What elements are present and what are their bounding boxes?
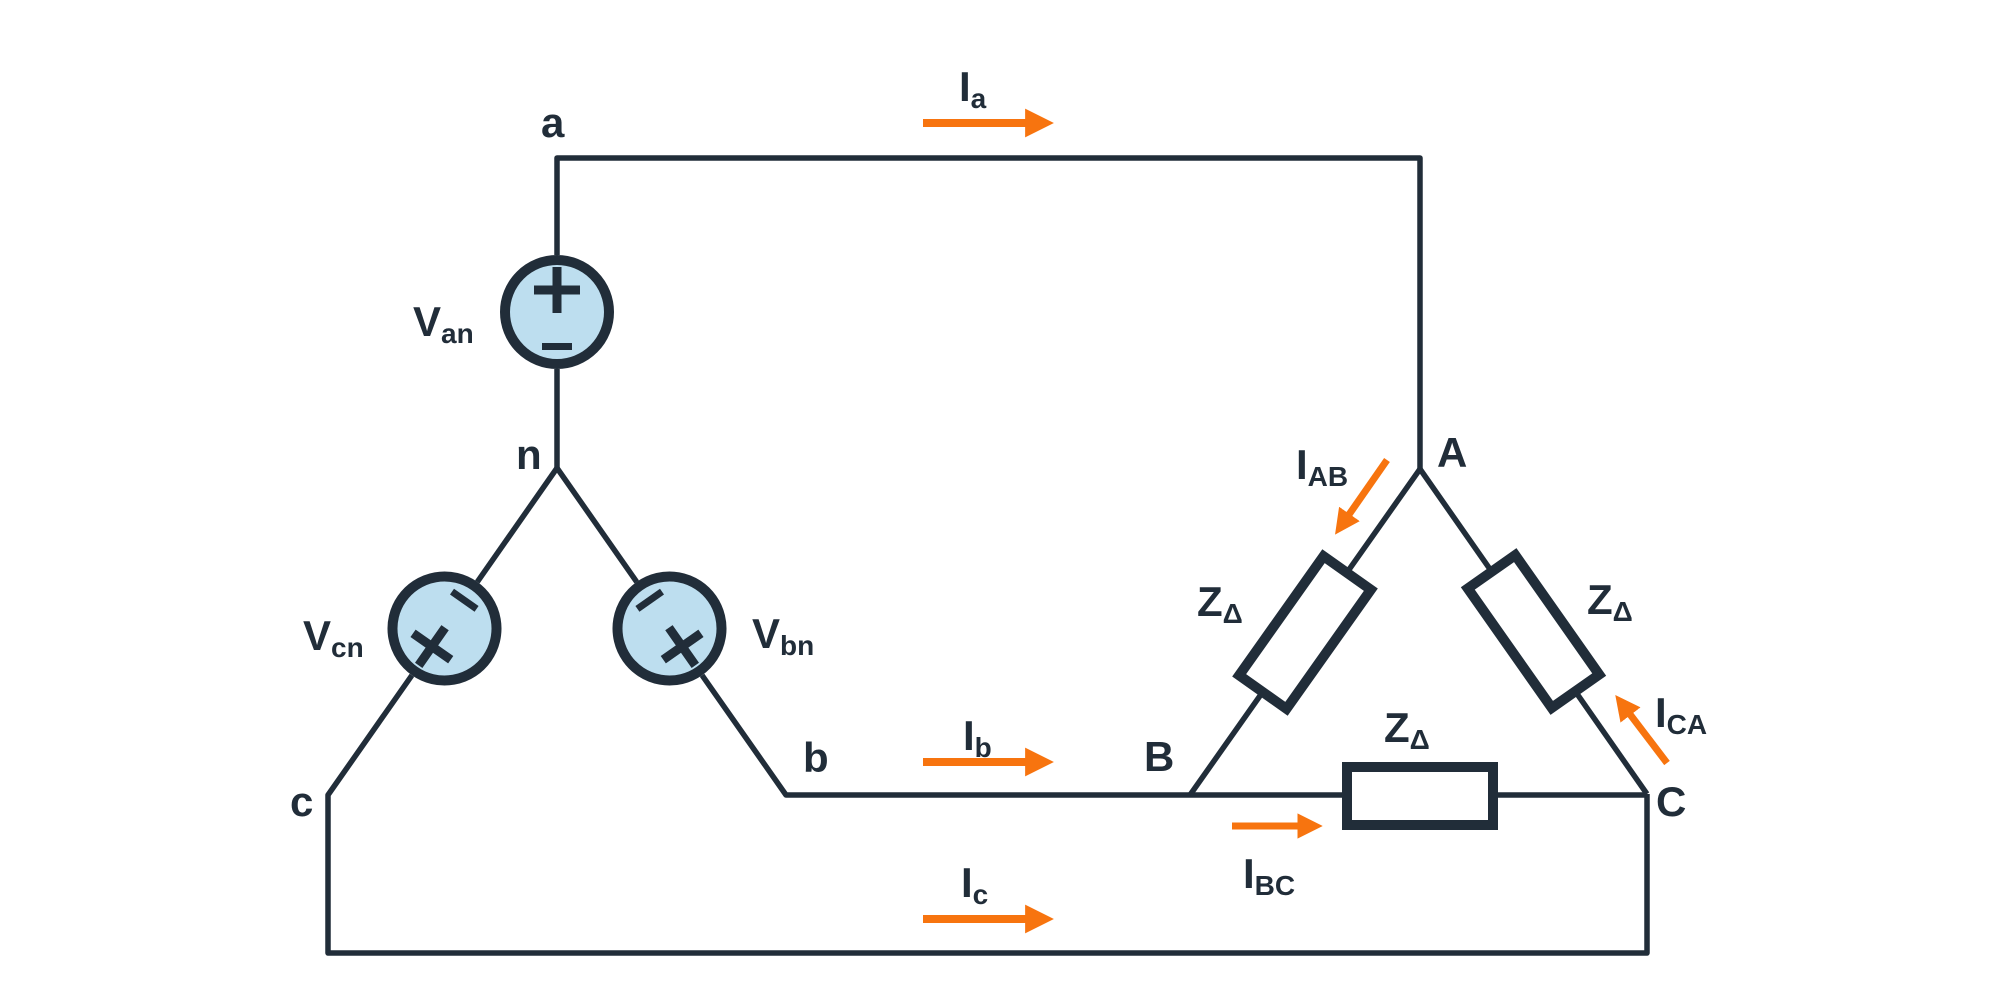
impedance-box-BC	[1342, 762, 1498, 830]
line-current-labels: Ia Ib Ic	[959, 63, 992, 910]
current-label-iab-main: I	[1296, 441, 1308, 488]
wire-vcn-c-bottom-to-C	[325, 673, 1650, 956]
plus-sign	[534, 267, 580, 313]
current-arrows	[923, 108, 1670, 934]
source-label-van: Van	[413, 298, 474, 349]
source-label-vcn: Vcn	[303, 612, 364, 663]
node-labels: a n b c A B C	[290, 99, 1686, 825]
plus-sign	[410, 625, 454, 668]
source-label-vbn-main: V	[752, 610, 780, 657]
current-arrow-iab	[1335, 457, 1390, 535]
current-label-ic: Ic	[961, 859, 988, 910]
source-labels: Van Vbn Vcn	[303, 298, 814, 663]
source-label-van-main: V	[413, 298, 441, 345]
current-label-ia-main: I	[959, 63, 971, 110]
impedance-label-ab-main: Z	[1197, 578, 1223, 625]
node-label-A: A	[1437, 429, 1467, 476]
source-label-vbn-sub: bn	[780, 630, 814, 661]
impedance-labels: ZΔ ZΔ ZΔ	[1197, 576, 1633, 755]
minus-sign	[635, 588, 665, 612]
minus-sign	[449, 588, 479, 612]
node-label-B: B	[1144, 733, 1174, 780]
voltage-source-van	[500, 255, 614, 369]
phase-current-labels: IAB IBC ICA	[1243, 441, 1707, 901]
plus-sign	[660, 625, 704, 668]
impedance-label-bc-sub: Δ	[1410, 724, 1430, 755]
current-label-ibc: IBC	[1243, 850, 1295, 901]
current-label-ic-main: I	[961, 859, 973, 906]
node-label-c: c	[290, 778, 313, 825]
current-label-ib: Ib	[963, 712, 992, 763]
current-label-ic-sub: c	[973, 879, 989, 910]
impedance-label-ca-sub: Δ	[1613, 596, 1633, 627]
current-label-iab: IAB	[1296, 441, 1348, 492]
impedance-label-ca-main: Z	[1587, 576, 1613, 623]
impedance-box-AB	[1232, 549, 1378, 716]
current-label-ia-sub: a	[971, 83, 987, 114]
current-arrow-ica	[1615, 694, 1670, 766]
current-label-ica-sub: CA	[1667, 709, 1707, 740]
voltage-source-vbn	[612, 571, 727, 686]
source-label-vcn-sub: cn	[331, 632, 364, 663]
wire-n-to-vcn	[475, 466, 560, 584]
wire-n-to-vbn	[554, 466, 639, 584]
current-label-iab-sub: AB	[1308, 461, 1348, 492]
current-label-ica-main: I	[1655, 689, 1667, 736]
source-label-vcn-main: V	[303, 612, 331, 659]
current-label-ibc-main: I	[1243, 850, 1255, 897]
source-label-van-sub: an	[441, 318, 474, 349]
source-label-vbn: Vbn	[752, 610, 814, 661]
impedance-box-CA	[1460, 548, 1607, 715]
node-label-n: n	[516, 431, 542, 478]
current-label-ica: ICA	[1655, 689, 1707, 740]
current-label-ia: Ia	[959, 63, 987, 114]
impedance-label-bc-main: Z	[1384, 704, 1410, 751]
wire-vbn-b-to-B	[699, 673, 1342, 798]
current-label-ib-main: I	[963, 712, 975, 759]
node-label-a: a	[541, 99, 565, 146]
impedance-label-ca: ZΔ	[1587, 576, 1633, 627]
impedance-label-ab-sub: Δ	[1223, 598, 1243, 629]
impedance-label-ab: ZΔ	[1197, 578, 1243, 629]
node-label-C: C	[1656, 778, 1686, 825]
delta-impedances	[1232, 548, 1607, 830]
current-label-ib-sub: b	[975, 732, 992, 763]
node-label-b: b	[803, 734, 829, 781]
wire-top-a-to-A	[554, 155, 1423, 469]
impedance-label-bc: ZΔ	[1384, 704, 1430, 755]
voltage-source-vcn	[387, 571, 502, 686]
current-label-ibc-sub: BC	[1255, 870, 1295, 901]
